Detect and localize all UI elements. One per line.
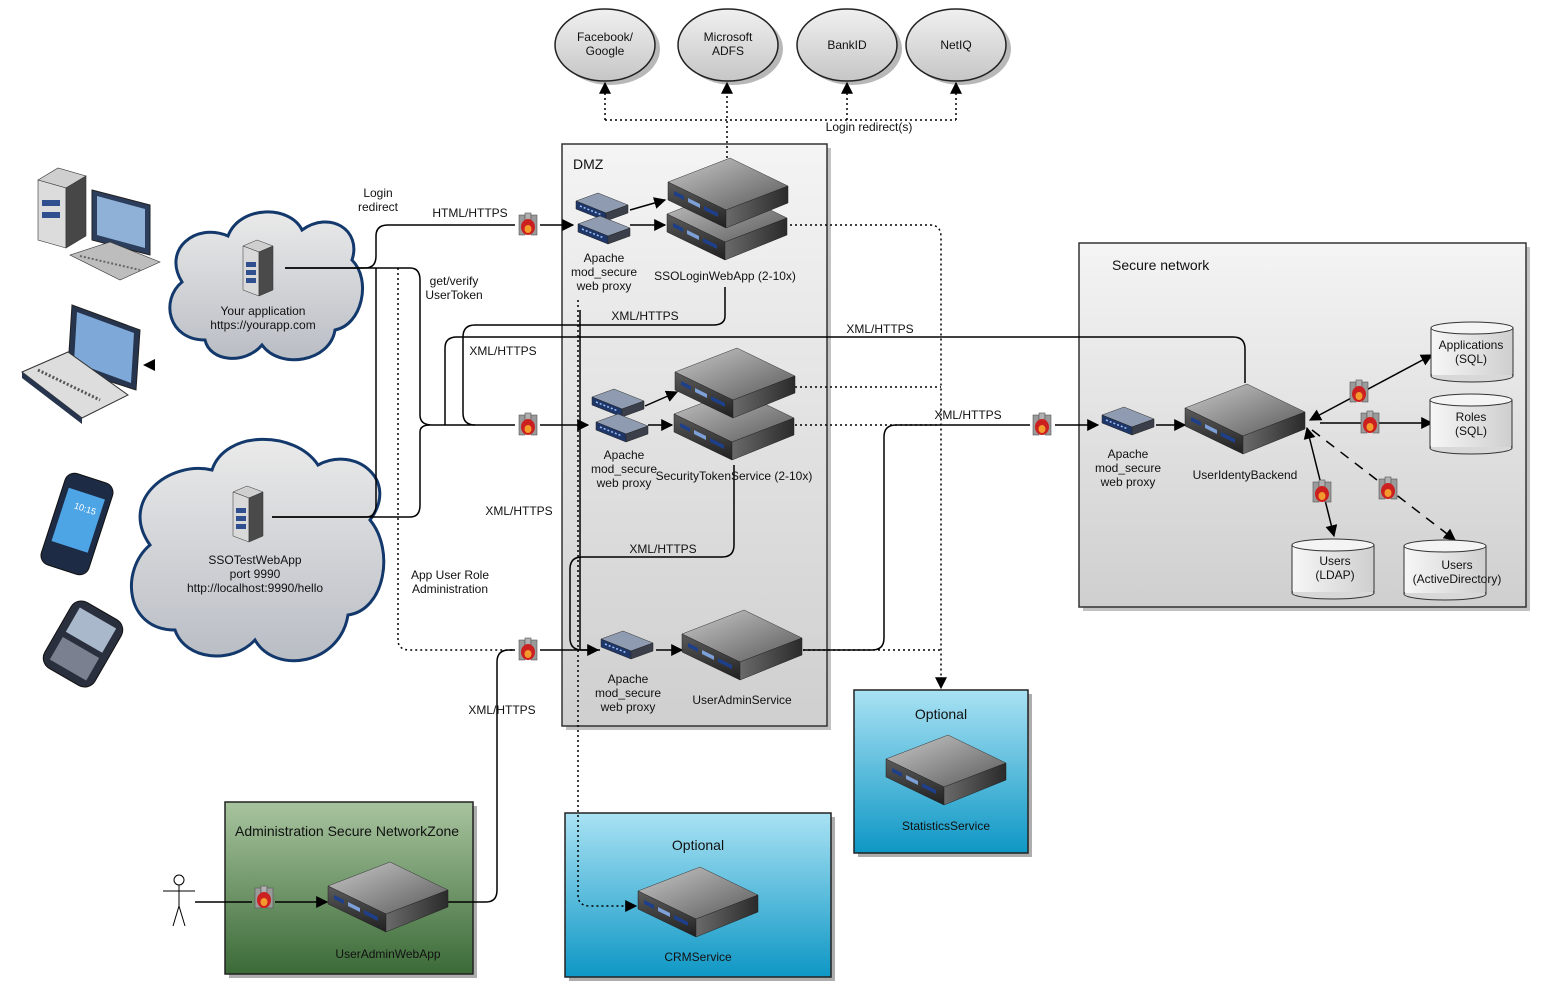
cloud-sso-test-webapp xyxy=(129,437,386,663)
roles-db[interactable]: Roles (SQL) xyxy=(1429,393,1513,455)
proxy-label: web proxy xyxy=(600,700,656,714)
sso-test-label: SSOTestWebApp xyxy=(208,553,301,567)
provider-label: Facebook/ xyxy=(577,30,634,44)
data-stores: Applications (SQL) Roles (SQL) Users (LD… xyxy=(1291,321,1514,601)
proxy-label: Apache xyxy=(584,251,625,265)
person-icon xyxy=(163,874,195,927)
db-label: (ActiveDirectory) xyxy=(1413,572,1502,586)
xml-https-label: XML/HTTPS xyxy=(629,542,696,556)
connection-labels: Login redirect(s) Login redirect HTML/HT… xyxy=(358,120,1002,717)
desktop-computer-icon xyxy=(37,167,161,281)
db-label: (LDAP) xyxy=(1315,568,1354,582)
firewall-icon xyxy=(1360,410,1380,434)
login-redirect-label: Login xyxy=(363,186,392,200)
proxy-label: web proxy xyxy=(596,476,652,490)
sso-test-port: port 9990 xyxy=(230,567,281,581)
firewall-icon xyxy=(518,637,538,661)
proxy-label: Apache xyxy=(1108,447,1149,461)
uawa-label: UserAdminWebApp xyxy=(335,947,440,961)
db-label: Users xyxy=(1441,558,1472,572)
get-verify-label: UserToken xyxy=(425,288,482,302)
applications-db[interactable]: Applications (SQL) xyxy=(1430,321,1514,383)
xml-https-label: XML/HTTPS xyxy=(846,322,913,336)
app-user-role-label: App User Role xyxy=(411,568,489,582)
uas-label: UserAdminService xyxy=(692,693,792,707)
sts-label: SecurityTokenService (2-10x) xyxy=(656,469,813,483)
connections xyxy=(195,81,1456,912)
stats-label: StatisticsService xyxy=(902,819,990,833)
provider-bankid[interactable]: BankID xyxy=(796,8,902,85)
provider-label: BankID xyxy=(827,38,867,52)
optional-crm-zone: Optional xyxy=(564,812,835,981)
xml-https-label: XML/HTTPS xyxy=(485,504,552,518)
admin-zone-title: Administration Secure NetworkZone xyxy=(235,823,459,839)
proxy-label: mod_secure xyxy=(1095,461,1161,475)
provider-facebook-google[interactable]: Facebook/ Google xyxy=(554,8,660,85)
provider-label: Google xyxy=(586,44,625,58)
provider-label: Microsoft xyxy=(704,30,753,44)
crm-label: CRMService xyxy=(664,950,732,964)
identity-providers: Facebook/ Google Microsoft ADFS BankID N… xyxy=(554,8,1011,85)
secure-network-title: Secure network xyxy=(1112,257,1210,273)
get-verify-label: get/verify xyxy=(430,274,479,288)
dmz-title: DMZ xyxy=(573,156,604,172)
firewall-icon xyxy=(518,212,538,236)
db-label: Applications xyxy=(1439,338,1504,352)
proxy-label: mod_secure xyxy=(595,686,661,700)
proxy-label: Apache xyxy=(608,672,649,686)
db-label: Roles xyxy=(1456,410,1487,424)
proxy-label: Apache xyxy=(604,448,645,462)
sso-test-url: http://localhost:9990/hello xyxy=(187,581,323,595)
sso-login-label: SSOLoginWebApp (2-10x) xyxy=(654,269,796,283)
smartphone-icon: 10:15 xyxy=(40,472,114,576)
client-devices: 10:15 xyxy=(21,167,161,688)
component-labels: Your application https://yourapp.com SSO… xyxy=(187,251,1297,964)
firewall-icon xyxy=(254,885,274,909)
users-ldap-db[interactable]: Users (LDAP) xyxy=(1291,538,1375,600)
firewall-icon xyxy=(1312,479,1332,503)
firewall-icon xyxy=(1349,379,1369,403)
provider-label: NetIQ xyxy=(940,38,971,52)
firewall-icon xyxy=(1378,476,1398,500)
provider-microsoft-adfs[interactable]: Microsoft ADFS xyxy=(677,8,783,85)
login-redirects-label: Login redirect(s) xyxy=(826,120,913,134)
proxy-label: mod_secure xyxy=(591,462,657,476)
users-activedirectory-db[interactable]: Users (ActiveDirectory) xyxy=(1403,539,1502,601)
proxy-label: mod_secure xyxy=(571,265,637,279)
server-icon xyxy=(242,239,274,297)
html-https-label: HTML/HTTPS xyxy=(432,206,507,220)
db-label: (SQL) xyxy=(1455,352,1487,366)
proxy-label: web proxy xyxy=(576,279,632,293)
firewall-icon xyxy=(518,412,538,436)
your-app-url: https://yourapp.com xyxy=(210,318,315,332)
xml-https-label: XML/HTTPS xyxy=(611,309,678,323)
xml-https-label: XML/HTTPS xyxy=(469,344,536,358)
uib-label: UserIdentyBackend xyxy=(1193,468,1298,482)
app-user-role-label: Administration xyxy=(412,582,488,596)
proxy-label: web proxy xyxy=(1100,475,1156,489)
optional-title: Optional xyxy=(672,837,724,853)
optional-title: Optional xyxy=(915,706,967,722)
your-app-label: Your application xyxy=(221,304,306,318)
db-label: (SQL) xyxy=(1455,424,1487,438)
xml-https-label: XML/HTTPS xyxy=(934,408,1001,422)
server-icon xyxy=(232,485,264,543)
db-label: Users xyxy=(1319,554,1350,568)
laptop-icon xyxy=(21,304,155,424)
cloud-icon xyxy=(129,437,386,663)
provider-label: ADFS xyxy=(712,44,744,58)
xml-https-label: XML/HTTPS xyxy=(468,703,535,717)
blackberry-icon xyxy=(42,600,124,688)
login-redirect-label: redirect xyxy=(358,200,399,214)
provider-netiq[interactable]: NetIQ xyxy=(905,8,1011,85)
firewall-icon xyxy=(1032,412,1052,436)
